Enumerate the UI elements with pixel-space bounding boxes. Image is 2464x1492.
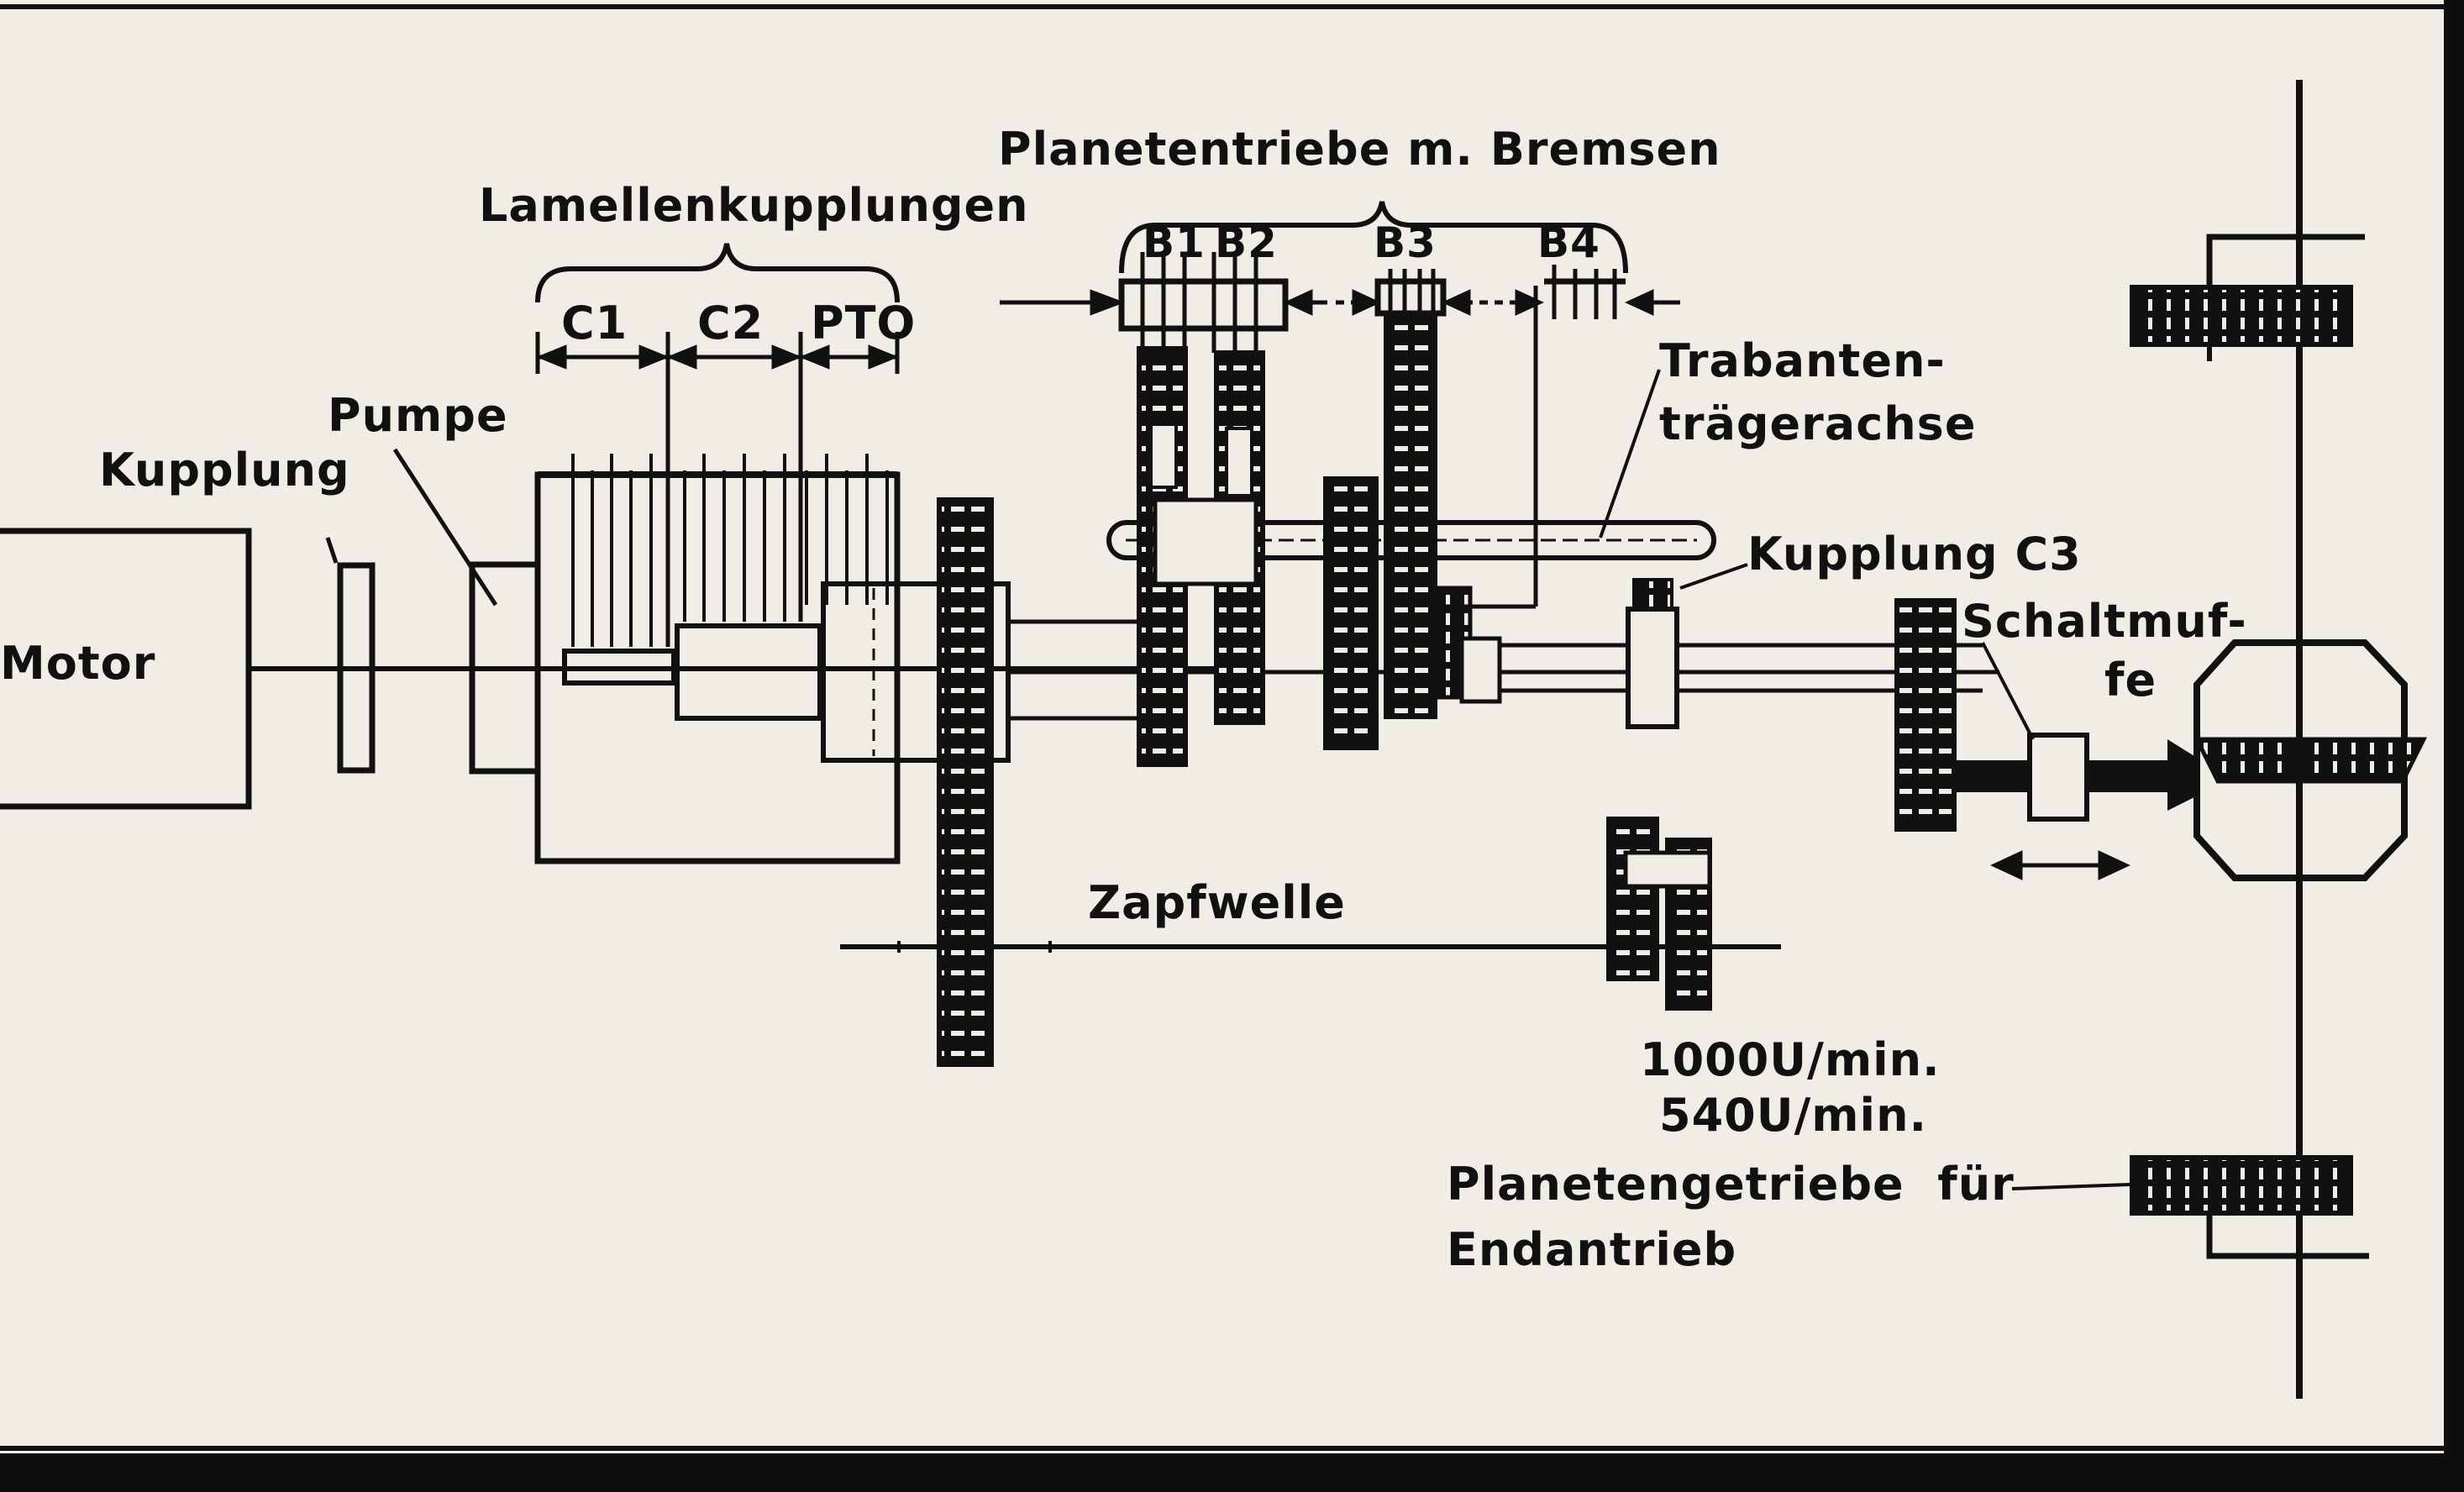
final-drive-top [2130,234,2365,361]
c2-label: C2 [697,297,764,349]
schaltmuffe-label-line2: fe [2104,654,2157,707]
planetentriebe-label: Planetentriebe m. Bremsen [998,123,1721,176]
speed-540-label: 540U/min. [1659,1089,1928,1142]
c2-hub [675,623,822,721]
trabanten-label-line2: trägerachse [1659,397,1977,450]
schaltmuffe-sleeve [2027,733,2089,822]
leader-lines [1599,369,2130,1190]
kupplung-c3-label: Kupplung C3 [1747,528,2082,581]
planetengetriebe-label-line2: Endantrieb [1447,1223,1737,1276]
brake-bands [1118,252,1626,609]
pto-label: PTO [811,297,917,349]
pumpe-leader [392,448,498,607]
zapfwelle-label: Zapfwelle [1088,876,1346,929]
braces [535,201,1628,303]
paper-background [0,0,2449,1453]
speed-1000-label: 1000U/min. [1640,1033,1941,1086]
brake-arrows [1000,289,1680,316]
final-drive-bottom [2130,1155,2369,1259]
planetary-b3 [1323,315,1502,750]
planetengetriebe-label-line1: Planetengetriebe für [1447,1158,2015,1211]
bevel-pinion [2167,739,2201,811]
bottom-frame [0,1453,2464,1492]
b1-label: B1 [1143,218,1206,267]
c1-label: C1 [561,297,628,349]
kupplung-c3 [1626,578,1679,729]
kupplung-disc [337,562,376,774]
lamellenkupplungen-label: Lamellenkupplungen [479,179,1029,232]
b4-label: B4 [1537,218,1600,267]
clutch-dimension-arrows [535,332,900,374]
b2-label: B2 [1215,218,1278,267]
output-gear [1894,598,1957,832]
shift-arrow [1990,850,2130,880]
clutch-plates [571,353,889,647]
kupplung-label: Kupplung [99,444,350,496]
crown-wheel [2193,737,2428,784]
pumpe-label: Pumpe [328,389,508,442]
kupplung-leader [325,537,339,564]
schaltmuffe-label-line1: Schaltmuf- [1962,595,2247,648]
b3-label: B3 [1374,218,1437,267]
motor-label: Motor [0,637,156,690]
c1-hub [562,649,676,686]
pto-gear-1000 [1606,817,1659,981]
trabanten-label-line1: Trabanten- [1659,334,1946,387]
pto-drop-gear [937,497,994,1067]
planetary-b1-b2 [1137,346,1265,767]
